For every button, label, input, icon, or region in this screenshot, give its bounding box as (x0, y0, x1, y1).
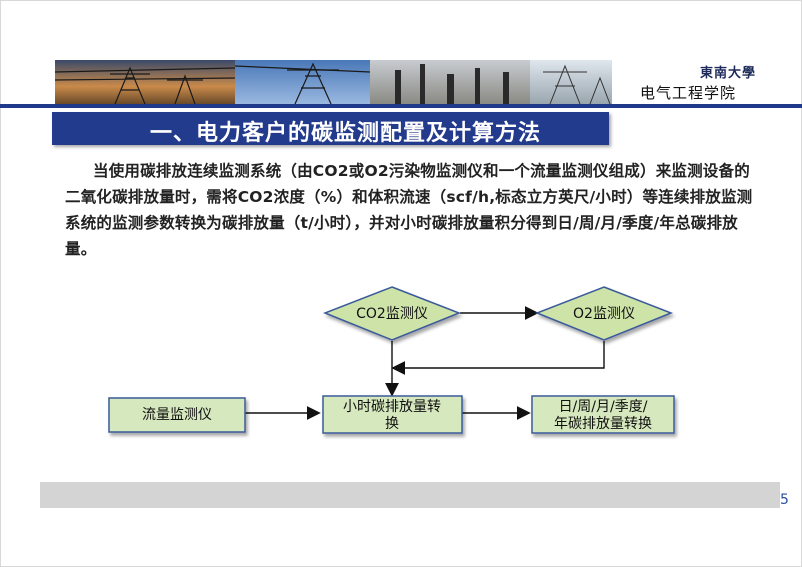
header-logo-area (612, 60, 782, 104)
periodic-conversion-label-line2: 年碳排放量转换 (554, 415, 652, 432)
header-divider (0, 104, 802, 108)
header-photo-strip (55, 60, 612, 104)
footer-bar (40, 482, 780, 508)
o2-monitor-node (534, 286, 674, 341)
co2-monitor-label: CO2监测仪 (356, 306, 428, 322)
diagram-connectors (245, 306, 605, 420)
slide-title: 一、电力客户的碳监测配置及计算方法 (150, 121, 542, 146)
co2-monitor-node (322, 286, 462, 341)
arrow-o2-to-hourly (391, 341, 605, 375)
page-number: 5 (780, 492, 789, 508)
periodic-conversion-node (531, 395, 675, 434)
hourly-conversion-label-line1: 小时碳排放量转 (343, 399, 441, 415)
flow-monitor-label: 流量监测仪 (142, 407, 212, 423)
hourly-conversion-node (322, 395, 463, 434)
hourly-conversion-label-line2: 换 (385, 415, 399, 432)
o2-monitor-label: O2监测仪 (573, 306, 635, 322)
title-bar: 一、电力客户的碳监测配置及计算方法 (52, 112, 609, 146)
periodic-conversion-label-line1: 日/周/月/季度/ (559, 399, 648, 415)
university-logo: 東南大學 (700, 66, 757, 81)
school-name: 电气工程学院 (640, 84, 737, 102)
flow-monitor-node (108, 397, 246, 433)
body-paragraph: 当使用碳排放连续监测系统（由CO2或O2污染物监测仪和一个流量监测仪组成）来监测… (65, 162, 753, 258)
